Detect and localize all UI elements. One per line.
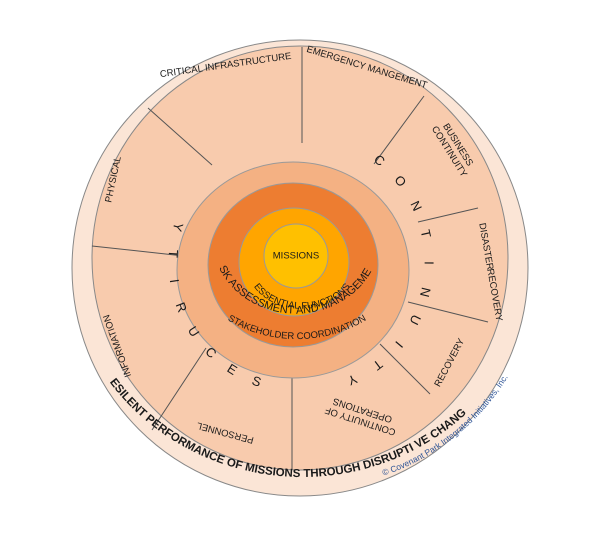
segment-dividers xyxy=(91,47,489,470)
continuity-letter: T xyxy=(418,228,434,239)
missions-label: MISSIONS xyxy=(273,251,319,262)
continuity-letter: I xyxy=(422,261,437,265)
security-letter: I xyxy=(167,278,182,284)
continuity-letter: N xyxy=(417,286,434,299)
security-letter: T xyxy=(166,249,181,258)
missions-circle xyxy=(263,223,329,289)
